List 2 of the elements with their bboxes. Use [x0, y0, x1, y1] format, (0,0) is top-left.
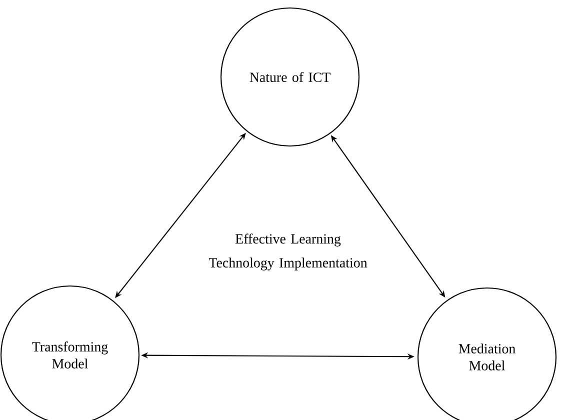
circle-node: Nature of ICT [220, 7, 360, 147]
center-label: Effective Learning Technology Implementation [208, 234, 368, 270]
